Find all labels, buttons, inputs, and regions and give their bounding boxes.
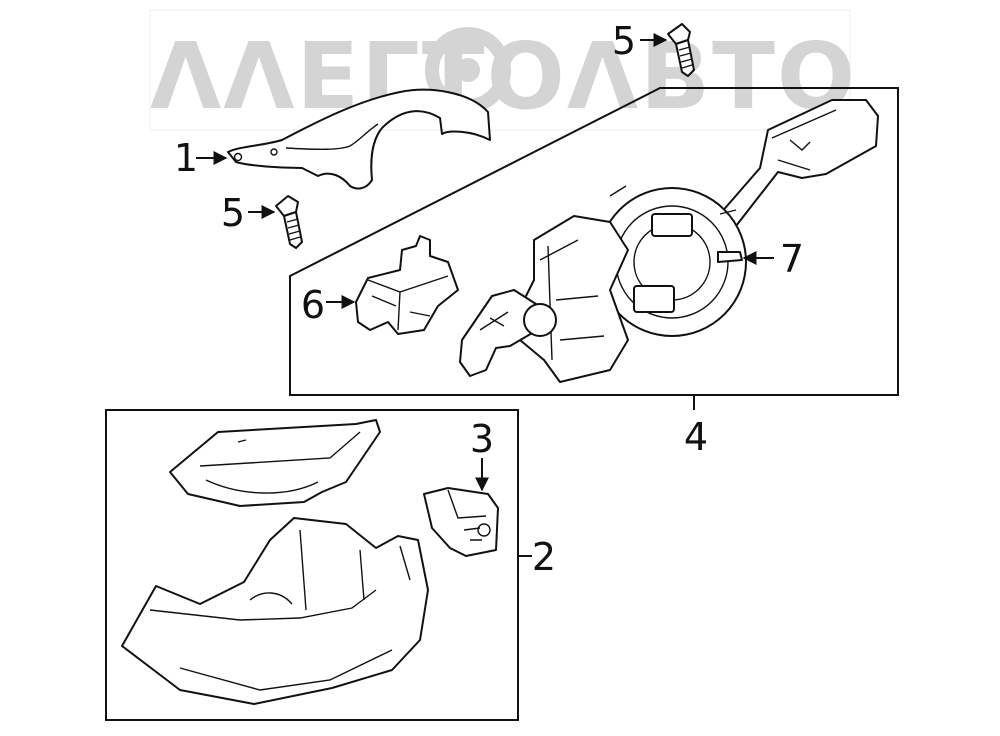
bracket-3-part <box>423 487 499 557</box>
callout-4: 4 <box>684 415 708 459</box>
screw-5-top <box>667 23 695 77</box>
watermark: ΛΛΕΓΤΟΛΒΤΟ <box>149 9 855 131</box>
trim-cover-upper-part <box>169 419 381 507</box>
assembly-2-frame <box>105 409 519 721</box>
sensor-6-part <box>355 235 459 335</box>
lower-shroud-part <box>121 517 429 705</box>
callout-5-left: 5 <box>221 191 245 235</box>
callout-3: 3 <box>470 417 494 461</box>
screw-5-left <box>275 195 303 249</box>
callout-7: 7 <box>780 237 804 281</box>
upper-shroud-part <box>227 88 491 190</box>
callout-6: 6 <box>301 283 325 327</box>
callout-5-top: 5 <box>612 19 636 63</box>
assembly-4-frame <box>289 87 899 396</box>
leader-lines <box>196 33 774 557</box>
combination-switch-assembly <box>459 99 879 383</box>
callout-1: 1 <box>174 136 198 180</box>
callout-2: 2 <box>532 535 556 579</box>
